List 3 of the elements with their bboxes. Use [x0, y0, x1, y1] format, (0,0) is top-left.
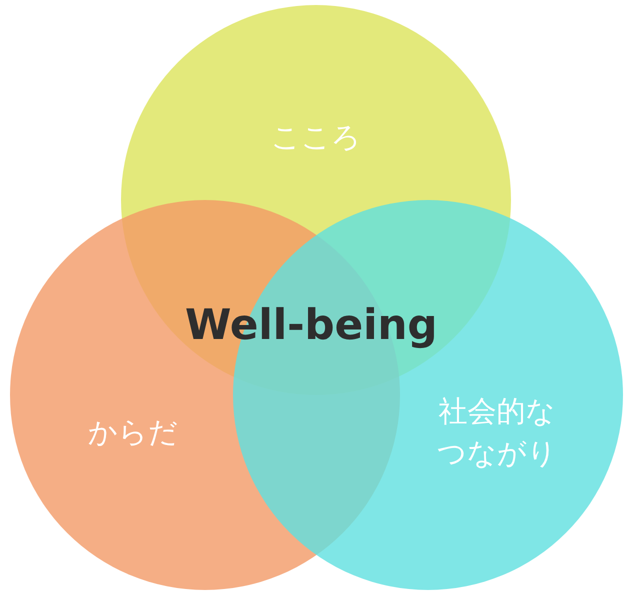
circle-label: からだ: [87, 414, 179, 451]
circle-label: 社会的なつながり: [436, 393, 558, 472]
circle-label: こころ: [270, 119, 362, 156]
